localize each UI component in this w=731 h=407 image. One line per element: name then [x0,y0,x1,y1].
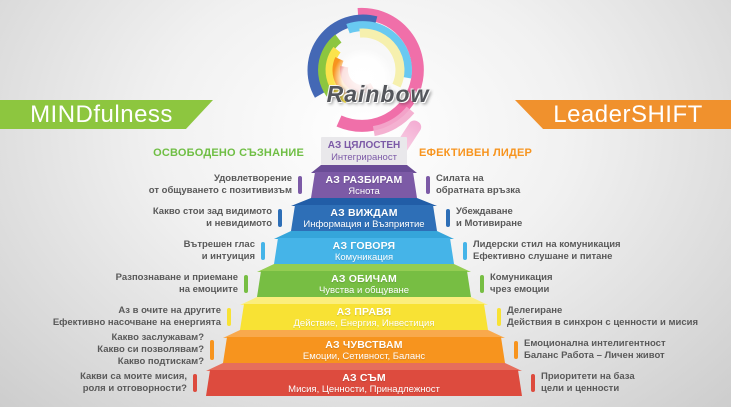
step-subtitle: Информация и Възприятие [303,218,425,230]
step-title: АЗ ОБИЧАМ [331,272,397,285]
step-subtitle: Яснота [348,185,380,197]
step-govorya: АЗ ГОВОРЯ Комуникация [274,238,454,264]
top-box-subtitle: Интегрираност [331,151,397,163]
rainbow-logo-text: Rainbow [326,81,430,107]
note-tick [446,209,450,227]
banner-mindfulness-label: MINDfulness [30,100,173,128]
step-sam: АЗ СЪМ Мисия, Ценности, Принадлежност [206,370,522,396]
note-text: Комуникация чрез емоции [490,272,553,295]
note-text: Вътрешен глас и интуиция [183,239,255,262]
note-right-chuvstvam: Емоционална интелигентност Баланс Работа… [514,338,666,362]
step-razbiram: АЗ РАЗБИРАМ Яснота [311,172,417,198]
note-right-obicham: Комуникация чрез емоции [480,272,553,296]
step-obicham-top [257,264,471,272]
step-pravya-top [240,297,488,305]
banner-leadershift-label: LeaderSHIFT [553,100,703,128]
step-title: АЗ ЧУВСТВАМ [325,338,403,351]
step-title: АЗ ВИЖДАМ [330,206,398,219]
note-right-pravya: Делегиране Действия в синхрон с ценности… [497,305,698,329]
step-subtitle: Мисия, Ценности, Принадлежност [288,383,440,395]
step-govorya-top [274,231,454,239]
step-chuvstvam: АЗ ЧУВСТВАМ Емоции, Сетивност, Баланс [223,337,505,363]
note-left-obicham: Разпознаване и приемане на емоциите [116,272,248,296]
note-tick [298,176,302,194]
header-effective-leader: ЕФЕКТИВЕН ЛИДЕР [419,147,533,159]
step-subtitle: Действие, Енергия, Инвестиция [293,317,435,329]
step-vizhdam: АЗ ВИЖДАМ Информация и Възприятие [291,205,437,231]
note-text: Приоритети на база цели и ценности [541,371,635,394]
note-right-sam: Приоритети на база цели и ценности [531,371,635,395]
note-text: Аз в очите на другите Ефективно насочван… [52,305,221,328]
note-left-vizhdam: Какво стои зад видимото и невидимото [153,206,282,230]
note-tick [210,340,214,360]
note-text: Какво стои зад видимото и невидимото [152,206,272,229]
pyramid-top-box: АЗ ЦЯЛОСТЕН Интегрираност [321,137,407,165]
note-text: Удовлетворение от общуването с позитивиз… [148,173,292,196]
note-tick [531,374,535,392]
note-left-sam: Какви са моите мисия, роля и отговорност… [80,371,197,395]
note-tick [514,341,518,359]
note-text: Лидерски стил на комуникация Ефективно с… [473,239,621,262]
step-title: АЗ СЪМ [342,371,386,384]
header-freed-mind: ОСВОБОДЕНО СЪЗНАНИЕ [153,147,304,159]
note-left-govorya: Вътрешен глас и интуиция [184,239,265,263]
note-text: Убеждаване и Мотивиране [456,206,523,229]
note-tick [278,209,282,227]
step-razbiram-top [311,165,417,173]
top-box-title: АЗ ЦЯЛОСТЕН [327,139,401,151]
step-title: АЗ ПРАВЯ [336,305,392,318]
note-right-govorya: Лидерски стил на комуникация Ефективно с… [463,239,621,263]
note-tick [227,308,231,326]
step-title: АЗ РАЗБИРАМ [325,173,403,186]
step-title: АЗ ГОВОРЯ [332,239,396,252]
step-vizhdam-top [291,198,437,206]
note-left-razbiram: Удовлетворение от общуването с позитивиз… [149,173,302,197]
note-text: Силата на обратната връзка [436,173,521,196]
banner-mindfulness: MINDfulness [0,100,213,129]
note-tick [193,374,197,392]
step-pravya: АЗ ПРАВЯ Действие, Енергия, Инвестиция [240,304,488,330]
step-chuvstvam-top [223,330,505,338]
note-tick [463,242,467,260]
note-tick [261,242,265,260]
note-right-vizhdam: Убеждаване и Мотивиране [446,206,522,230]
note-tick [244,275,248,293]
step-subtitle: Емоции, Сетивност, Баланс [302,350,426,362]
step-subtitle: Чувства и общуване [318,284,410,296]
step-obicham: АЗ ОБИЧАМ Чувства и общуване [257,271,471,297]
note-left-pravya: Аз в очите на другите Ефективно насочван… [53,305,231,329]
note-left-chuvstvam: Какво заслужавам? Какво си позволявам? К… [97,332,214,368]
note-text: Емоционална интелигентност Баланс Работа… [524,338,666,361]
rainbow-spiral-icon [307,7,424,137]
note-text: Какво заслужавам? Какво си позволявам? К… [97,332,204,367]
note-tick [480,275,484,293]
step-subtitle: Комуникация [334,251,394,263]
note-tick [497,308,501,326]
step-sam-top [206,363,522,371]
note-text: Разпознаване и приемане на емоциите [115,272,238,295]
note-right-razbiram: Силата на обратната връзка [426,173,520,197]
note-text: Какви са моите мисия, роля и отговорност… [80,371,187,394]
note-tick [426,176,430,194]
note-text: Делегиране Действия в синхрон с ценности… [507,305,699,328]
banner-leadershift: LeaderSHIFT [515,100,731,129]
